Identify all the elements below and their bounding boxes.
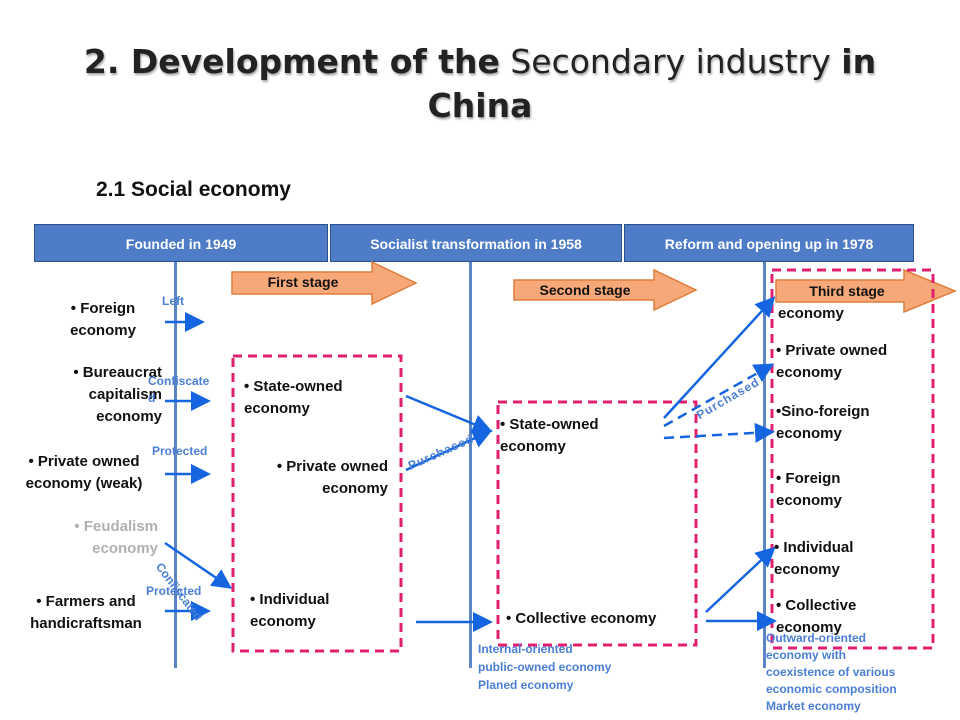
stage2-box — [496, 400, 698, 647]
note-internal-line-3: Planed economy — [478, 678, 574, 692]
stage1-state-owned: • State-owned economy — [244, 378, 343, 417]
action-protected-1: Protected — [152, 444, 208, 458]
note-outward-line-5: Market economy — [766, 699, 861, 713]
stage3-economy-cut: economy — [778, 305, 844, 322]
stage3-individual: • Individual economy — [774, 539, 854, 578]
section-subtitle: 2.1 Social economy — [96, 178, 291, 201]
stage-arrow-2 — [513, 268, 698, 312]
stage2-collective: • Collective economy — [506, 610, 657, 627]
stage2-state-owned: • State-owned economy — [500, 416, 599, 455]
action-confiscate: Confiscate d — [148, 374, 210, 405]
stage-arrow-1 — [231, 260, 418, 306]
arrow-state-to-state — [405, 394, 493, 434]
stage1-individual: • Individual economy — [250, 591, 330, 630]
arrow-state-to-third — [663, 296, 776, 419]
title-part-1: 2. Development of the — [83, 42, 500, 81]
stage-label-2: Second stage — [539, 282, 631, 298]
slide-title: 2. Development of the Secondary industry… — [0, 40, 960, 128]
left-farmers-handicraftsman: • Farmers and handicraftsman — [30, 593, 142, 632]
stage1-box — [231, 354, 403, 653]
action-protected-2: Protected — [146, 584, 202, 598]
action-left: Left — [162, 294, 184, 308]
title-part-2: Secondary industry — [499, 42, 842, 81]
timeline-1958 — [469, 262, 472, 668]
arrow-collective-to-individual — [705, 546, 776, 613]
stage3-private-owned: • Private owned economy — [776, 342, 888, 381]
title-line-2: China — [427, 86, 533, 125]
stage1-private-owned: • Private owned economy — [276, 458, 388, 497]
title-part-3: in — [841, 42, 877, 81]
note-internal-line-1: Internal-oriented — [478, 642, 573, 656]
note-outward-line-1: Outward-oriented — [766, 631, 867, 645]
stage3-collective: • Collective economy — [776, 597, 857, 636]
phase-1949: Founded in 1949 — [34, 224, 328, 262]
stage3-foreign: • Foreign economy — [776, 470, 842, 509]
timeline-1949 — [174, 262, 177, 668]
arrow-private-purchased — [405, 429, 493, 472]
phase-1978: Reform and opening up in 1978 — [624, 224, 914, 262]
arrow-confiscated — [164, 541, 233, 589]
left-private-owned-weak: • Private owned economy (weak) — [25, 453, 143, 492]
phase-1958: Socialist transformation in 1958 — [330, 224, 622, 262]
note-outward-line-3: coexistence of various — [766, 665, 896, 679]
stage3-sino-foreign: •Sino-foreign economy — [776, 403, 870, 442]
note-outward-line-2: economy with — [766, 648, 847, 662]
note-outward-oriented: Outward-oriented economy with coexistenc… — [766, 630, 897, 715]
note-internal-oriented: Internal-oriented public-owned economy P… — [478, 640, 611, 694]
arrow-purchased-private — [663, 363, 775, 428]
note-outward-line-4: economic composition — [766, 682, 897, 696]
arrow-sino-foreign — [663, 422, 775, 443]
left-foreign-economy: • Foreign economy — [70, 300, 136, 339]
stage3-box — [770, 268, 935, 650]
stage-label-1: First stage — [267, 274, 339, 290]
timeline-1978 — [763, 262, 766, 668]
stage-arrow-3 — [775, 268, 957, 314]
note-internal-line-2: public-owned economy — [478, 660, 612, 674]
left-feudalism-economy: • Feudalism economy — [74, 518, 158, 557]
left-bureaucrat-capitalism: • Bureaucrat capitalism economy — [73, 364, 162, 425]
stage-label-3: Third stage — [809, 283, 885, 299]
